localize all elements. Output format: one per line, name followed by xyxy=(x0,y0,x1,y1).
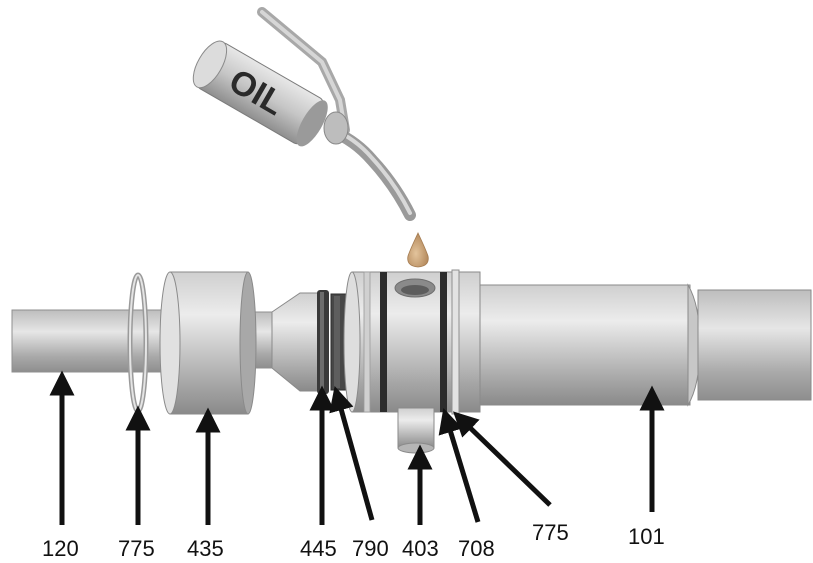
stub-403 xyxy=(397,407,435,454)
label-403: 403 xyxy=(402,536,439,561)
ring-445 xyxy=(317,290,329,394)
arrow-790 xyxy=(329,385,375,521)
label-445: 445 xyxy=(300,536,337,561)
oil-can: OIL xyxy=(192,7,416,221)
tube-right xyxy=(479,283,812,407)
label-790: 790 xyxy=(352,536,389,561)
oil-drop xyxy=(407,232,429,268)
collar-435 xyxy=(159,271,257,415)
callout-arrows xyxy=(49,370,665,525)
callout-labels: 120 775 435 445 790 403 708 775 101 xyxy=(42,520,665,561)
arrow-775-right xyxy=(453,411,552,507)
central-body xyxy=(343,269,481,415)
label-435: 435 xyxy=(187,536,224,561)
label-101: 101 xyxy=(628,524,665,549)
label-775-left: 775 xyxy=(118,536,155,561)
label-120: 120 xyxy=(42,536,79,561)
label-775-right: 775 xyxy=(532,520,569,545)
cone-adapter xyxy=(271,292,319,392)
arrow-708 xyxy=(438,408,481,523)
label-708: 708 xyxy=(458,536,495,561)
